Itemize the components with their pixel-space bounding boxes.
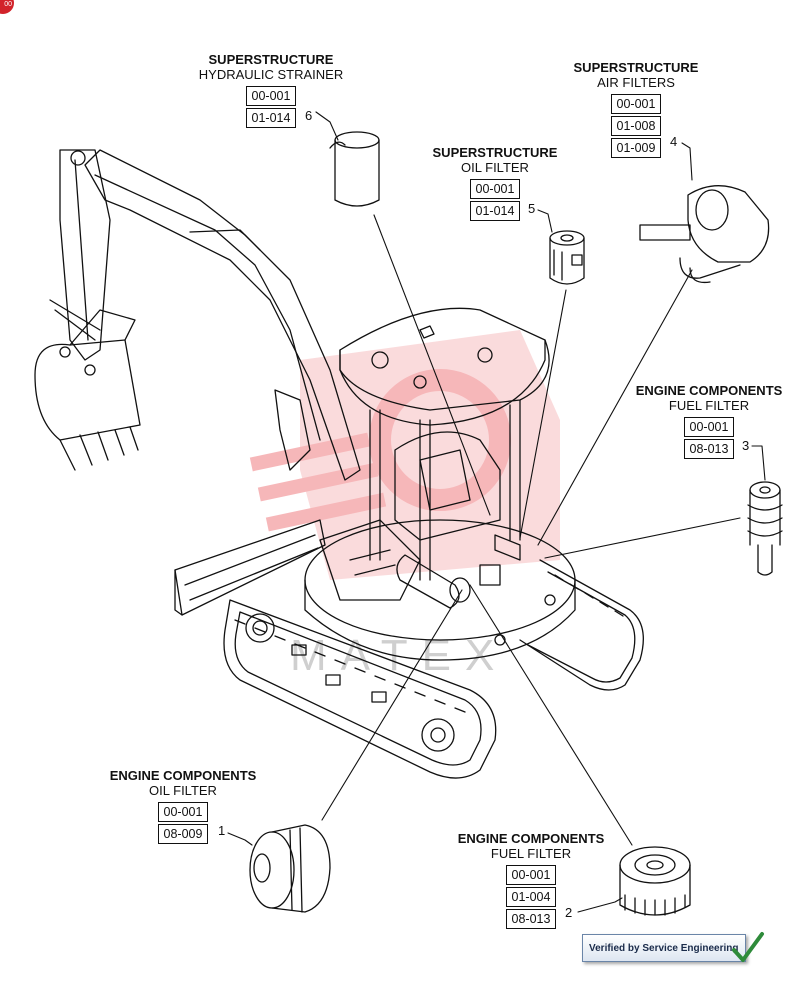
part-code[interactable]: 01-008 bbox=[610, 116, 662, 136]
fuel-filter-3-drawing bbox=[747, 481, 783, 576]
dozer-blade bbox=[174, 519, 326, 616]
callout-air-filters: SUPERSTRUCTURE AIR FILTERS 00-001 01-008… bbox=[558, 60, 714, 160]
air-filters-drawing bbox=[639, 185, 770, 284]
right-track bbox=[519, 559, 644, 691]
cab-frame bbox=[319, 307, 550, 601]
checkmark-icon bbox=[732, 932, 764, 962]
part-code[interactable]: 01-004 bbox=[505, 887, 557, 907]
callout-title: SUPERSTRUCTURE bbox=[208, 52, 334, 67]
part-code[interactable]: 01-014 bbox=[245, 108, 297, 128]
part-code[interactable]: 00-001 bbox=[505, 865, 557, 885]
callout-number: 5 bbox=[528, 201, 536, 216]
callout-subtitle: FUEL FILTER bbox=[490, 846, 572, 861]
callout-subtitle: OIL FILTER bbox=[461, 160, 529, 175]
callout-hydraulic-strainer: SUPERSTRUCTURE HYDRAULIC STRAINER 00-001… bbox=[187, 52, 355, 130]
code-list: 00-001 01-004 08-013 bbox=[505, 865, 557, 931]
callout-subtitle: HYDRAULIC STRAINER bbox=[198, 67, 344, 82]
leader-lines bbox=[227, 111, 766, 913]
fuel-filter-2-drawing bbox=[619, 846, 691, 916]
part-code[interactable]: 00-001 bbox=[469, 179, 521, 199]
part-code[interactable]: 08-009 bbox=[157, 824, 209, 844]
callout-number: 2 bbox=[565, 905, 573, 920]
callout-oil-filter-super: SUPERSTRUCTURE OIL FILTER 00-001 01-014 bbox=[418, 145, 572, 223]
verified-stamp: Verified by Service Engineering bbox=[582, 934, 746, 962]
left-track bbox=[223, 599, 497, 779]
part-code[interactable]: 00-001 bbox=[683, 417, 735, 437]
oil-filter-super-drawing bbox=[549, 230, 585, 285]
callout-number: 1 bbox=[218, 823, 226, 838]
callout-subtitle: FUEL FILTER bbox=[668, 398, 750, 413]
part-code[interactable]: 00-001 bbox=[610, 94, 662, 114]
part-code[interactable]: 08-013 bbox=[505, 909, 557, 929]
callout-subtitle: OIL FILTER bbox=[149, 783, 217, 798]
bucket bbox=[34, 299, 141, 471]
callout-fuel-filter-3: ENGINE COMPONENTS FUEL FILTER 00-001 08-… bbox=[624, 383, 794, 461]
callout-number: 3 bbox=[742, 438, 750, 453]
corner-badge: 00 bbox=[0, 0, 14, 14]
callout-title: ENGINE COMPONENTS bbox=[109, 768, 257, 783]
turntable bbox=[304, 519, 576, 661]
code-list: 00-001 08-009 bbox=[157, 802, 209, 846]
callout-fuel-filter-2: ENGINE COMPONENTS FUEL FILTER 00-001 01-… bbox=[446, 831, 616, 931]
code-list: 00-001 01-008 01-009 bbox=[610, 94, 662, 160]
part-code[interactable]: 00-001 bbox=[245, 86, 297, 106]
part-code[interactable]: 00-001 bbox=[157, 802, 209, 822]
part-code[interactable]: 08-013 bbox=[683, 439, 735, 459]
part-code[interactable]: 01-009 bbox=[610, 138, 662, 158]
code-list: 00-001 01-014 bbox=[469, 179, 521, 223]
callout-subtitle: AIR FILTERS bbox=[597, 75, 675, 90]
callout-oil-filter-engine: ENGINE COMPONENTS OIL FILTER 00-001 08-0… bbox=[98, 768, 268, 846]
part-code[interactable]: 01-014 bbox=[469, 201, 521, 221]
callout-title: ENGINE COMPONENTS bbox=[635, 383, 783, 398]
internal-filters bbox=[396, 534, 521, 609]
callout-number: 4 bbox=[670, 134, 678, 149]
callout-title: SUPERSTRUCTURE bbox=[432, 145, 558, 160]
boom-arm bbox=[59, 149, 361, 481]
hydraulic-strainer-drawing bbox=[329, 131, 380, 207]
code-list: 00-001 01-014 bbox=[245, 86, 297, 130]
callout-title: SUPERSTRUCTURE bbox=[573, 60, 699, 75]
callout-title: ENGINE COMPONENTS bbox=[457, 831, 605, 846]
oil-filter-engine-drawing bbox=[249, 824, 331, 913]
callout-number: 6 bbox=[305, 108, 313, 123]
code-list: 00-001 08-013 bbox=[683, 417, 735, 461]
